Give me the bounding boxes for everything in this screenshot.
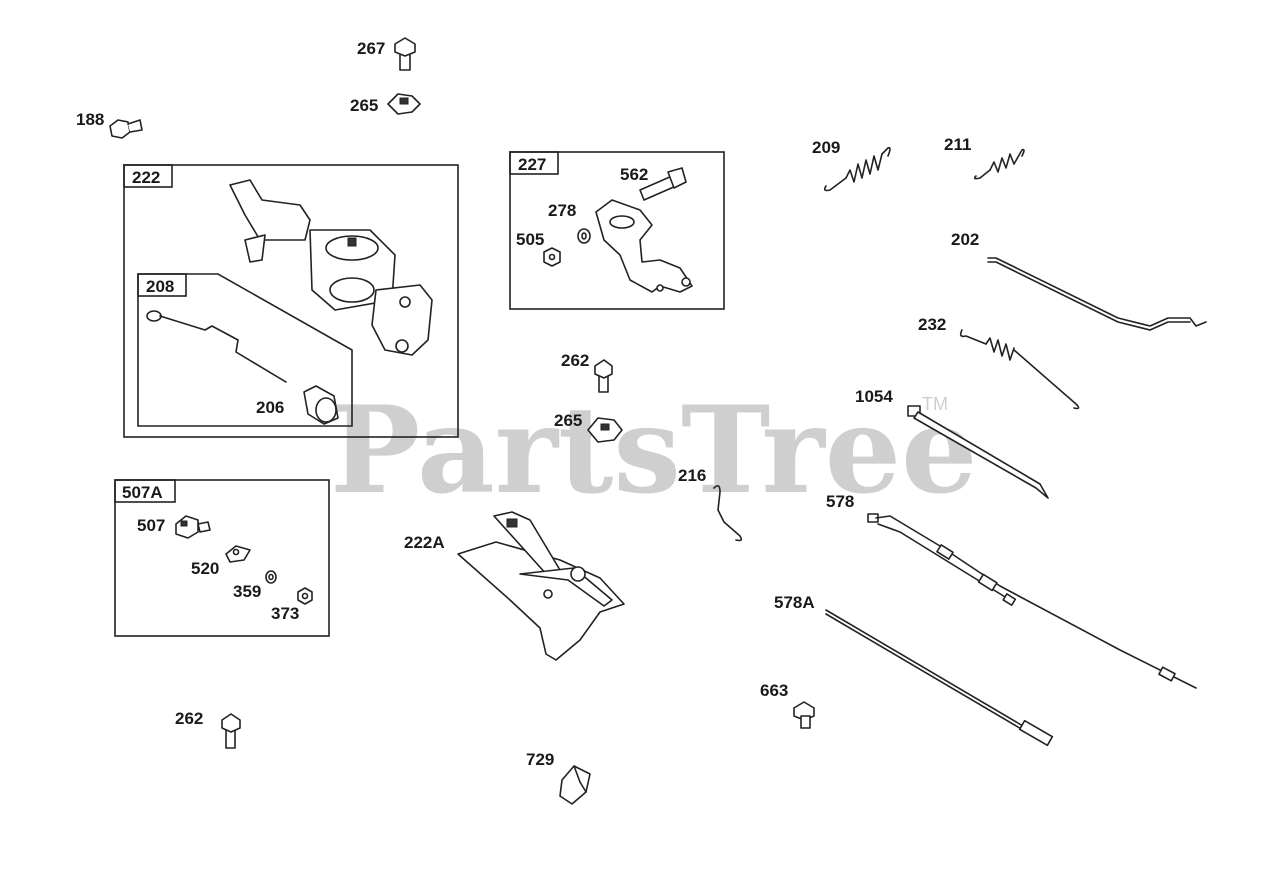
part-208-governor-link[interactable] <box>146 310 287 383</box>
callout-209: 209 <box>812 138 840 157</box>
part-278-washer[interactable] <box>577 228 591 244</box>
callout-1054: 1054 <box>855 387 893 406</box>
part-1054-cable-tie[interactable] <box>907 405 1049 499</box>
callout-507: 507 <box>137 516 165 535</box>
box-227-tab <box>509 151 559 175</box>
callout-520: 520 <box>191 559 219 578</box>
part-206-bushing[interactable] <box>303 385 339 425</box>
callout-188: 188 <box>76 110 104 129</box>
part-267-bolt[interactable] <box>394 37 416 71</box>
box-222 <box>123 164 459 438</box>
part-578-cable[interactable] <box>867 513 1197 689</box>
callout-278: 278 <box>548 201 576 220</box>
part-520-clip[interactable] <box>225 545 251 563</box>
box-507A-label: 507A <box>122 483 163 502</box>
callout-562: 562 <box>620 165 648 184</box>
box-227-label: 227 <box>518 155 546 174</box>
callout-373: 373 <box>271 604 299 623</box>
callout-359: 359 <box>233 582 261 601</box>
box-507A <box>114 479 330 637</box>
part-729-cap[interactable] <box>559 765 591 805</box>
callout-216: 216 <box>678 466 706 485</box>
part-663-bolt[interactable] <box>793 701 815 729</box>
part-211-spring[interactable] <box>973 148 1025 180</box>
callout-222A: 222A <box>404 533 445 552</box>
part-216-link[interactable] <box>713 484 743 542</box>
box-222-label: 222 <box>132 168 160 187</box>
callout-265-middle: 265 <box>554 411 582 430</box>
part-507-switch[interactable] <box>175 515 211 539</box>
part-265-clip-top[interactable] <box>387 93 421 115</box>
part-359-washer[interactable] <box>265 570 277 584</box>
watermark-trademark: TM <box>922 394 948 414</box>
callout-578A: 578A <box>774 593 815 612</box>
callout-232: 232 <box>918 315 946 334</box>
box-222-tab <box>123 164 173 188</box>
callout-505: 505 <box>516 230 544 249</box>
callout-267: 267 <box>357 39 385 58</box>
part-562-bolt[interactable] <box>639 167 687 201</box>
box-208-label: 208 <box>146 277 174 296</box>
box-227 <box>509 151 725 310</box>
part-227-control-bracket[interactable] <box>595 199 693 293</box>
part-222A-control-plate[interactable] <box>457 511 625 661</box>
callout-663: 663 <box>760 681 788 700</box>
callout-265-top: 265 <box>350 96 378 115</box>
part-188-bolt[interactable] <box>109 119 143 139</box>
watermark-text: PartsTree <box>330 380 977 521</box>
box-208 <box>137 273 353 427</box>
part-373-nut[interactable] <box>297 587 313 605</box>
box-507A-tab <box>114 479 176 503</box>
callout-262-middle: 262 <box>561 351 589 370</box>
part-265-clip-middle[interactable] <box>587 417 623 443</box>
callout-206: 206 <box>256 398 284 417</box>
callout-262-bottom: 262 <box>175 709 203 728</box>
part-209-spring[interactable] <box>823 146 891 192</box>
callout-211: 211 <box>944 135 971 154</box>
part-222-governor-bracket[interactable] <box>229 179 433 356</box>
part-578A-cable[interactable] <box>825 609 1054 747</box>
callout-729: 729 <box>526 750 554 769</box>
box-208-tab <box>137 273 187 297</box>
part-262-bolt-middle[interactable] <box>594 359 613 393</box>
part-505-nut[interactable] <box>543 247 561 267</box>
part-202-governor-link[interactable] <box>987 257 1207 331</box>
callout-202: 202 <box>951 230 979 249</box>
part-232-spring[interactable] <box>959 329 1080 410</box>
part-262-bolt-bottom[interactable] <box>221 713 241 749</box>
callout-578: 578 <box>826 492 854 511</box>
